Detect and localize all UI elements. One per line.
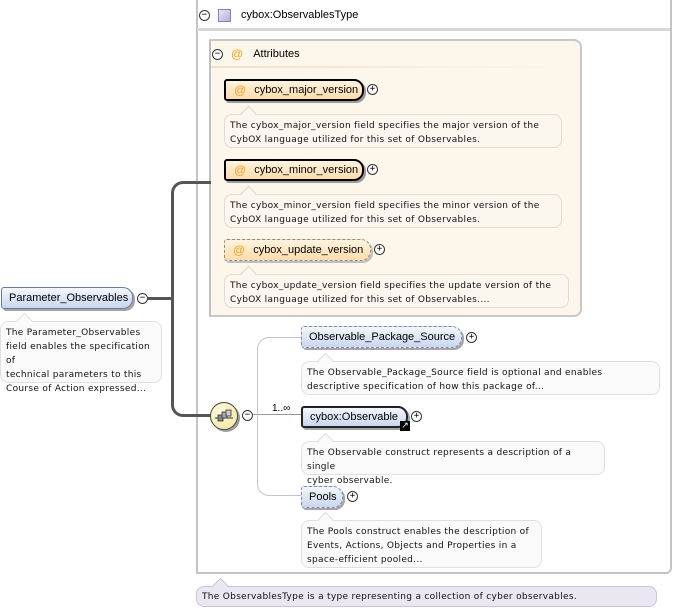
element-name: Parameter_Observables: [9, 292, 129, 304]
collapse-type-button[interactable]: −: [199, 9, 210, 21]
complex-type-icon: [218, 8, 231, 22]
type-header: − cybox:ObservablesType: [199, 6, 358, 24]
type-title: cybox:ObservablesType: [241, 9, 359, 21]
root-element-node[interactable]: Parameter_Observables: [1, 287, 133, 309]
attribute-doc: The cybox_minor_version field specifies …: [224, 194, 562, 228]
doc-line: CybOX language utilized for this set of …: [230, 215, 481, 225]
doc-line: Course of Action expressed...: [6, 384, 147, 394]
connector-bracket: [171, 181, 211, 417]
collapse-sequence-button[interactable]: −: [242, 410, 253, 421]
doc-line: descriptive specification of how this pa…: [307, 382, 545, 392]
attributes-header: − @ Attributes: [212, 45, 300, 63]
expand-button[interactable]: +: [347, 491, 358, 502]
element-node-observable-package-source[interactable]: Observable_Package_Source: [301, 326, 462, 348]
doc-line: CybOX language utilized for this set of …: [230, 295, 490, 305]
element-doc: The Observable construct represents a de…: [301, 441, 605, 486]
doc-line: CybOX language utilized for this set of …: [230, 135, 481, 145]
collapse-attributes-button[interactable]: −: [212, 48, 223, 60]
root-element-doc: The Parameter_Observables field enables …: [0, 321, 162, 394]
attribute-name: cybox_update_version: [253, 244, 364, 256]
sequence-bracket: [257, 337, 301, 496]
attribute-icon: @: [231, 47, 244, 61]
doc-line: space-efficient pooled...: [307, 555, 423, 565]
doc-line: The cybox_major_version field specifies …: [230, 121, 540, 131]
attribute-icon: @: [234, 83, 247, 97]
collapse-root-button[interactable]: −: [137, 293, 148, 304]
doc-line: The Parameter_Observables: [6, 328, 141, 338]
attributes-title: Attributes: [253, 48, 300, 60]
expand-button[interactable]: +: [367, 164, 378, 175]
attribute-node-cybox-major-version[interactable]: @ cybox_major_version: [224, 79, 364, 101]
cardinality-label: 1..∞: [272, 403, 291, 414]
attribute-node-cybox-update-version[interactable]: @ cybox_update_version: [224, 239, 371, 261]
attribute-icon: @: [233, 243, 246, 257]
doc-line: The Pools construct enables the descript…: [307, 527, 529, 537]
element-node-cybox-observable[interactable]: cybox:Observable: [301, 406, 408, 428]
attribute-doc: The cybox_major_version field specifies …: [224, 114, 562, 148]
expand-button[interactable]: +: [411, 411, 422, 422]
header-divider: [197, 28, 670, 31]
attribute-node-cybox-minor-version[interactable]: @ cybox_minor_version: [224, 159, 364, 181]
element-doc: The Observable_Package_Source field is o…: [301, 361, 660, 395]
doc-line: The cybox_minor_version field specifies …: [230, 201, 540, 211]
doc-line: The cybox_update_version field specifies…: [230, 281, 552, 291]
doc-line: Events, Actions, Objects and Properties …: [307, 541, 517, 551]
sequence-connector: [253, 414, 301, 415]
connector-line: [148, 297, 173, 300]
reference-link-icon[interactable]: ↗: [400, 421, 410, 431]
expand-button[interactable]: +: [367, 84, 378, 95]
expand-button[interactable]: +: [374, 244, 385, 255]
doc-line: cyber observable.: [307, 476, 393, 486]
attribute-name: cybox_minor_version: [254, 164, 359, 176]
element-name: Pools: [309, 491, 337, 503]
attribute-doc: The cybox_update_version field specifies…: [224, 274, 569, 308]
doc-line: The Observable_Package_Source field is o…: [307, 368, 603, 378]
doc-line: The ObservablesType is a type representi…: [202, 592, 577, 602]
element-name: Observable_Package_Source: [309, 331, 456, 343]
doc-line: field enables the specification of: [6, 342, 151, 366]
attribute-icon: @: [234, 163, 247, 177]
type-documentation: The ObservablesType is a type representi…: [196, 586, 657, 607]
attribute-name: cybox_major_version: [254, 84, 359, 96]
expand-button[interactable]: +: [466, 332, 477, 343]
element-doc: The Pools construct enables the descript…: [301, 520, 542, 568]
element-name: cybox:Observable: [310, 411, 399, 423]
sequence-glyph-icon: [215, 409, 233, 422]
element-node-pools[interactable]: Pools: [301, 486, 343, 508]
attributes-divider: [211, 66, 571, 68]
doc-line: technical parameters to this: [6, 370, 142, 380]
doc-line: The Observable construct represents a de…: [307, 448, 572, 472]
sequence-compositor-icon[interactable]: [210, 402, 238, 430]
